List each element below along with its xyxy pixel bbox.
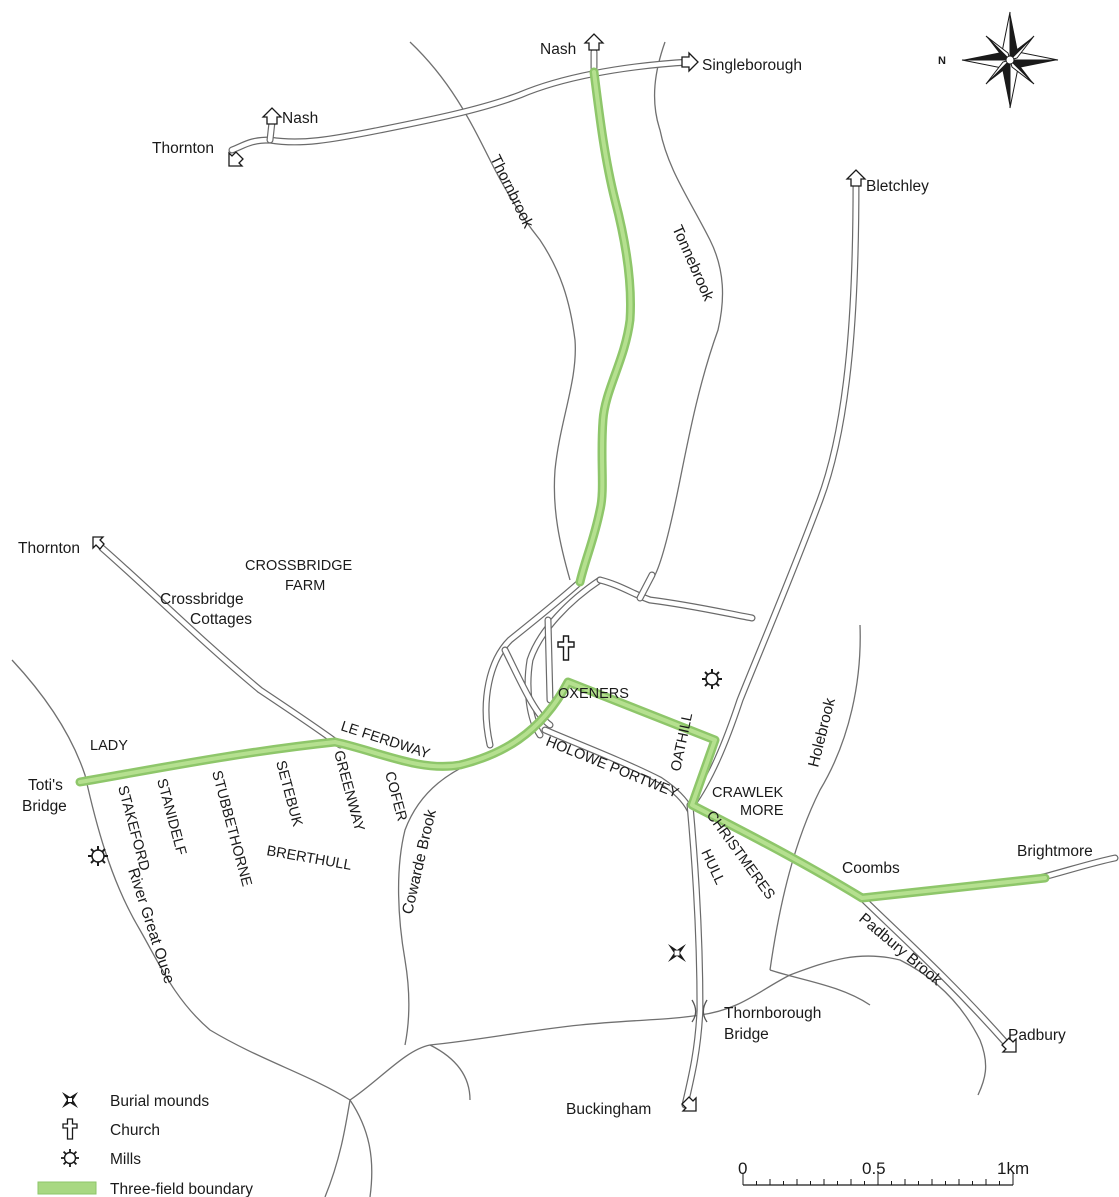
legend-church: Church: [110, 1122, 160, 1139]
field-lady: LADY: [90, 738, 128, 754]
river-great-ouse-line-lower: [324, 1099, 351, 1197]
waterway-cowarde-brook: Cowarde Brook: [399, 808, 440, 916]
place-bletchley: Bletchley: [866, 178, 929, 195]
mill-icon: [88, 846, 108, 866]
river-great-ouse-line-main: [349, 955, 987, 1101]
road-buckingham: [681, 801, 704, 1109]
scale-label-zero: 0: [738, 1159, 747, 1178]
arrow-up-icon: [845, 169, 867, 187]
compass-rose: N: [938, 11, 1059, 109]
place-crossbridge-farm-line2: FARM: [285, 578, 325, 594]
field-stakeford: STAKEFORD: [114, 784, 152, 873]
legend-mills: Mills: [110, 1151, 141, 1168]
road-holowe-portwey: [541, 726, 694, 814]
ouse-branch: [429, 1044, 471, 1101]
burial-mound-icon: [62, 1092, 78, 1108]
arrow-up-icon: [583, 33, 605, 51]
waterways-layer: [11, 41, 987, 1197]
place-totis-bridge-line2: Bridge: [22, 798, 67, 815]
compass-north-label: N: [938, 55, 946, 67]
field-greenway: GREENWAY: [330, 749, 367, 834]
place-thornborough-bridge-line1: Thornborough: [724, 1005, 821, 1022]
place-padbury: Padbury: [1008, 1027, 1066, 1044]
scale-bar: 0 0.5 1km: [738, 1159, 1029, 1186]
place-coombs: Coombs: [842, 860, 900, 877]
bridge-marks: [691, 999, 708, 1023]
road-village-loops: [482, 571, 756, 749]
place-thornton-top: Thornton: [152, 140, 214, 157]
place-labels: Nash Singleborough Nash Thornton Bletchl…: [18, 41, 1093, 1118]
arrow-down-right-icon: [681, 1096, 697, 1112]
church-icon: [557, 635, 575, 661]
place-crossbridge-cottages-line2: Cottages: [190, 611, 252, 628]
arrow-down-right-icon: [1001, 1037, 1017, 1053]
road-brightmore: [1036, 854, 1119, 882]
waterway-holebrook: Holebrook: [805, 696, 839, 769]
map-symbols: [88, 635, 722, 962]
padbury-brook-line: [769, 969, 871, 1006]
place-crossbridge-cottages-line1: Crossbridge: [160, 591, 244, 608]
scale-label-half: 0.5: [862, 1159, 886, 1178]
place-singleborough: Singleborough: [702, 57, 802, 74]
road-thornton-ferdway: [98, 544, 344, 749]
field-stubbethorne: STUBBETHORNE: [208, 769, 254, 889]
place-nash-left: Nash: [282, 110, 318, 127]
roads-layer: [98, 48, 1119, 1109]
field-cofer: COFER: [381, 770, 410, 823]
compass-star-icon: [961, 11, 1059, 109]
waterway-river-great-ouse: River Great Ouse: [124, 866, 177, 986]
church-icon: [62, 1118, 78, 1140]
place-thornton-left: Thornton: [18, 540, 80, 557]
field-oxeners: OXENERS: [558, 686, 629, 702]
three-field-boundary: [75, 67, 1050, 903]
place-thornborough-bridge-line2: Bridge: [724, 1026, 769, 1043]
field-crawlek-more-line1: CRAWLEK: [712, 785, 783, 801]
legend-boundary-swatch: [37, 1181, 97, 1195]
place-crossbridge-farm-line1: CROSSBRIDGE: [245, 558, 352, 574]
arrow-right-icon: [681, 51, 699, 73]
waterway-thornbrook: Thornbrook: [486, 152, 536, 231]
legend-three-field-boundary: Three-field boundary: [110, 1181, 253, 1197]
scale-label-one-km: 1km: [997, 1159, 1029, 1178]
legend-burial-mounds: Burial mounds: [110, 1093, 209, 1110]
road-padbury: [858, 894, 1009, 1046]
arrow-up-left-icon: [92, 536, 105, 550]
waterway-padbury-brook: Padbury Brook: [855, 910, 945, 989]
arrow-down-left-icon: [228, 151, 244, 167]
cowarde-brook-line: [397, 754, 491, 1046]
mill-icon: [61, 1149, 79, 1167]
road-bletchley: [688, 178, 860, 809]
place-totis-bridge-line1: Toti's: [28, 777, 63, 794]
river-great-ouse-line: [11, 659, 373, 1197]
holebrook-line: [769, 624, 861, 971]
field-setebuk: SETEBUK: [272, 759, 305, 829]
arrow-up-icon: [261, 107, 283, 125]
field-christmeres-hull-line2: HULL: [697, 847, 727, 887]
place-brightmore: Brightmore: [1017, 843, 1093, 860]
legend: Burial mounds Church Mills Three-field b…: [37, 1092, 253, 1197]
burial-mound-icon: [668, 944, 686, 962]
place-nash-top: Nash: [540, 41, 576, 58]
tonnebrook-line: [651, 41, 724, 581]
field-holowe-portwey: HOLOWE PORTWEY: [544, 734, 682, 802]
field-stanidelf: STANIDELF: [153, 777, 189, 857]
road-nash-singleborough: [228, 48, 694, 154]
thornbrook-line: [409, 41, 576, 581]
place-buckingham: Buckingham: [566, 1101, 651, 1118]
direction-arrows: [92, 33, 1017, 1112]
mill-icon: [702, 669, 722, 689]
field-brerthull: BRERTHULL: [265, 843, 352, 874]
field-crawlek-more-line2: MORE: [740, 803, 784, 819]
waterway-tonnebrook: Tonnebrook: [668, 223, 717, 304]
